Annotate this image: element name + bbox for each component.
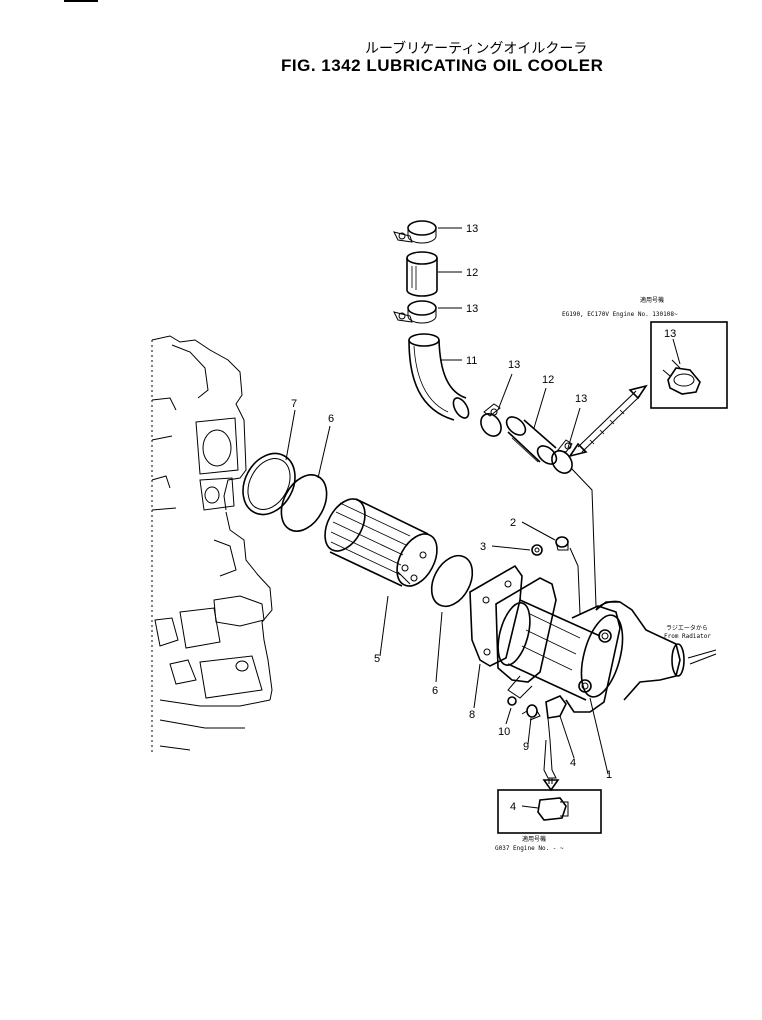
ring-7 <box>242 452 296 516</box>
callout-7: 7 <box>291 398 297 410</box>
callout-6: 6 <box>328 413 334 425</box>
arrow-down-to-box <box>542 778 560 792</box>
bolt-9 <box>521 704 541 721</box>
elbow-hose-11 <box>408 333 470 421</box>
leader-lines <box>285 227 717 775</box>
callout-11: 11 <box>466 355 477 367</box>
callout-2: 2 <box>510 517 516 529</box>
drain-plug-4 <box>543 695 567 779</box>
box-callout-13: 13 <box>664 328 676 340</box>
radiator-note-jp: ラジエータから <box>666 624 708 632</box>
top-box-serial: EG190, EC170V Engine No. 130108~ <box>562 311 678 318</box>
o-ring-6-lower <box>430 554 474 608</box>
callout-9: 9 <box>523 741 529 753</box>
washer-10 <box>507 696 517 706</box>
callout-3: 3 <box>480 541 486 553</box>
callout-13: 13 <box>575 393 587 405</box>
engine-block <box>151 335 273 752</box>
figure-title: FIG. 1342 LUBRICATING OIL COOLER <box>281 56 604 75</box>
bottom-box-heading: 適用号機 <box>522 835 546 843</box>
variant-box-top <box>650 321 728 409</box>
title-japanese: ルーブリケーティングオイルクーラ <box>365 41 588 57</box>
callout-8: 8 <box>469 709 475 721</box>
top-box-heading: 適用号機 <box>640 296 664 304</box>
top-hose-12 <box>406 251 438 297</box>
corner-mark <box>64 0 98 2</box>
callout-12: 12 <box>466 267 478 279</box>
top-clamp-13 <box>393 220 437 244</box>
radiator-note-en: From Radiator <box>664 633 711 640</box>
right-hose-12 <box>505 416 558 465</box>
variant-box-bottom <box>497 789 602 834</box>
washer-3 <box>531 544 543 556</box>
callout-6: 6 <box>432 685 438 697</box>
callout-5: 5 <box>374 653 380 665</box>
callout-13: 13 <box>466 303 478 315</box>
callout-1: 1 <box>606 769 612 781</box>
plug-2 <box>555 536 569 551</box>
double-arrow-icon <box>568 384 648 458</box>
callout-12: 12 <box>542 374 554 386</box>
cooler-element-5 <box>324 498 438 587</box>
callout-13: 13 <box>466 223 478 235</box>
callout-13: 13 <box>508 359 520 371</box>
box-callout-4: 4 <box>510 801 516 813</box>
bottom-box-serial: G037 Engine No. - ~ <box>495 845 564 852</box>
callout-10: 10 <box>498 726 510 738</box>
gasket-8 <box>469 564 523 667</box>
middle-clamp-13 <box>393 300 437 324</box>
callout-4: 4 <box>570 757 576 769</box>
right-clamp-13a <box>480 403 502 437</box>
cooler-body-1 <box>495 577 685 713</box>
